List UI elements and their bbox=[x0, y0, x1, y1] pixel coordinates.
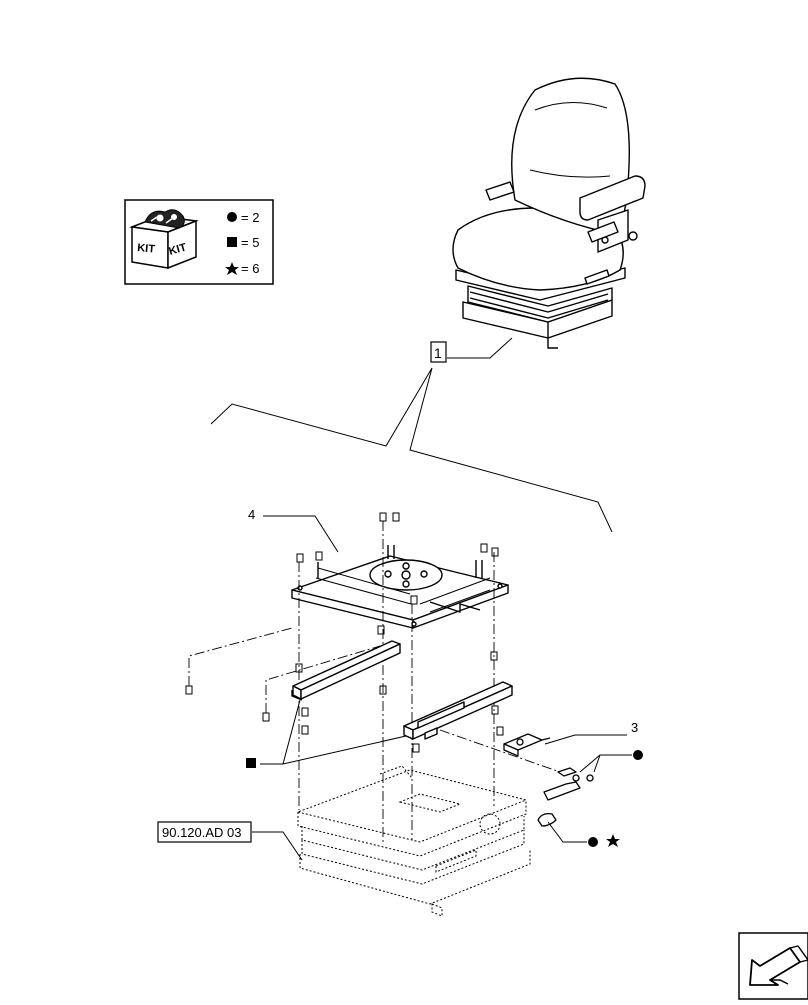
star-symbol-icon bbox=[225, 262, 239, 275]
kit-box-icon: KIT KIT bbox=[129, 209, 199, 270]
square-symbol-icon bbox=[227, 237, 237, 247]
circle-symbol-icon bbox=[227, 212, 237, 222]
legend-star-count: = 6 bbox=[241, 261, 259, 276]
kit-label-right: KIT bbox=[168, 241, 189, 257]
kit-label-left: KIT bbox=[137, 242, 156, 256]
suspension-unit-reference bbox=[296, 765, 531, 917]
arrow-left-icon[interactable] bbox=[738, 932, 808, 1000]
reference-tag: 90.120.AD 03 bbox=[157, 821, 303, 861]
callout-bracket: 3 bbox=[544, 720, 638, 745]
callout-3-label: 3 bbox=[631, 720, 638, 735]
swivel-plate bbox=[291, 545, 509, 629]
kit-legend: KIT KIT = 2 = 5 = 6 bbox=[124, 199, 274, 285]
callout-seat-assembly: 1 bbox=[210, 337, 613, 533]
seat-assembly-drawing bbox=[452, 77, 646, 349]
callout-swivel-plate: 4 bbox=[248, 507, 339, 553]
circle-marker-icon bbox=[633, 750, 643, 760]
seat-rails bbox=[291, 640, 513, 740]
reference-label: 90.120.AD 03 bbox=[162, 825, 242, 840]
legend-circle-count: = 2 bbox=[241, 210, 259, 225]
callout-1-label: 1 bbox=[434, 345, 442, 361]
square-marker-icon bbox=[246, 758, 256, 768]
kit-markers bbox=[246, 699, 643, 847]
star-marker-icon bbox=[606, 834, 620, 847]
callout-4-label: 4 bbox=[248, 507, 255, 522]
circle-marker-icon-2 bbox=[588, 837, 598, 847]
legend-square-count: = 5 bbox=[241, 235, 259, 250]
bracket-parts bbox=[503, 733, 594, 827]
